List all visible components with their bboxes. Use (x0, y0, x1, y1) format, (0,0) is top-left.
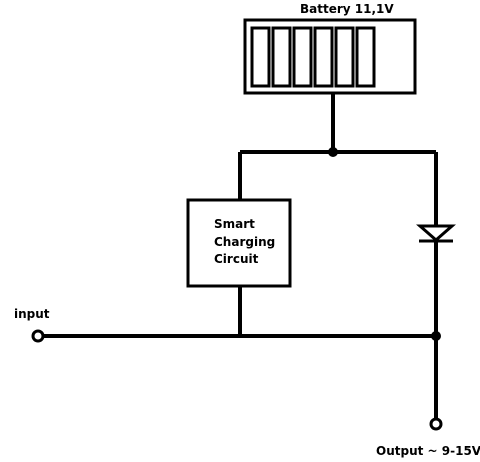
battery-cell (334, 26, 355, 88)
output-terminal (429, 417, 443, 431)
battery-pack (243, 18, 417, 95)
battery-cell (271, 26, 292, 88)
battery-cell (313, 26, 334, 88)
battery-cell (292, 26, 313, 88)
input-label: input (14, 307, 50, 321)
input-terminal (31, 329, 45, 343)
output-label: Output ~ 9-15V (376, 444, 480, 458)
charger-label-line-2: Charging (214, 235, 275, 249)
top-junction-node (328, 147, 338, 157)
diode-icon (416, 224, 456, 243)
diode-triangle (416, 224, 456, 242)
battery-cell (355, 26, 376, 88)
charger-label-line-1: Smart (214, 217, 255, 231)
battery-cell (250, 26, 271, 88)
battery-cells (250, 26, 376, 88)
charger-label-line-3: Circuit (214, 252, 259, 266)
battery-label: Battery 11,1V (300, 2, 394, 16)
